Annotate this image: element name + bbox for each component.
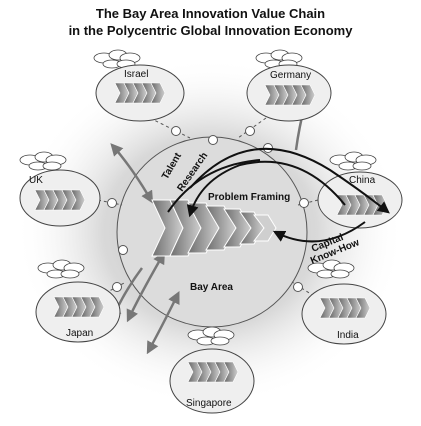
region-label-china: China	[349, 175, 376, 186]
region-singapore	[169, 326, 255, 414]
region-germany	[246, 49, 332, 122]
region-label-uk: UK	[29, 175, 43, 186]
arrow-label-problem-framing: Problem Framing	[208, 192, 290, 203]
region-label-japan: Japan	[66, 328, 93, 339]
region-label-israel: Israel	[124, 69, 148, 80]
region-india	[301, 259, 387, 345]
region-israel	[93, 49, 185, 122]
region-label-germany: Germany	[270, 70, 311, 81]
region-label-singapore: Singapore	[186, 398, 232, 409]
region-uk	[19, 151, 101, 227]
flow-arrows	[167, 147, 390, 243]
center-label-bay-area: Bay Area	[190, 282, 233, 293]
gray-arrows	[109, 92, 311, 355]
region-label-india: India	[337, 330, 359, 341]
diagram-title-line2: in the Polycentric Global Innovation Eco…	[68, 23, 353, 38]
region-japan	[35, 259, 121, 343]
region-china	[317, 151, 403, 229]
diagram-title-line1: The Bay Area Innovation Value Chain	[95, 6, 326, 21]
